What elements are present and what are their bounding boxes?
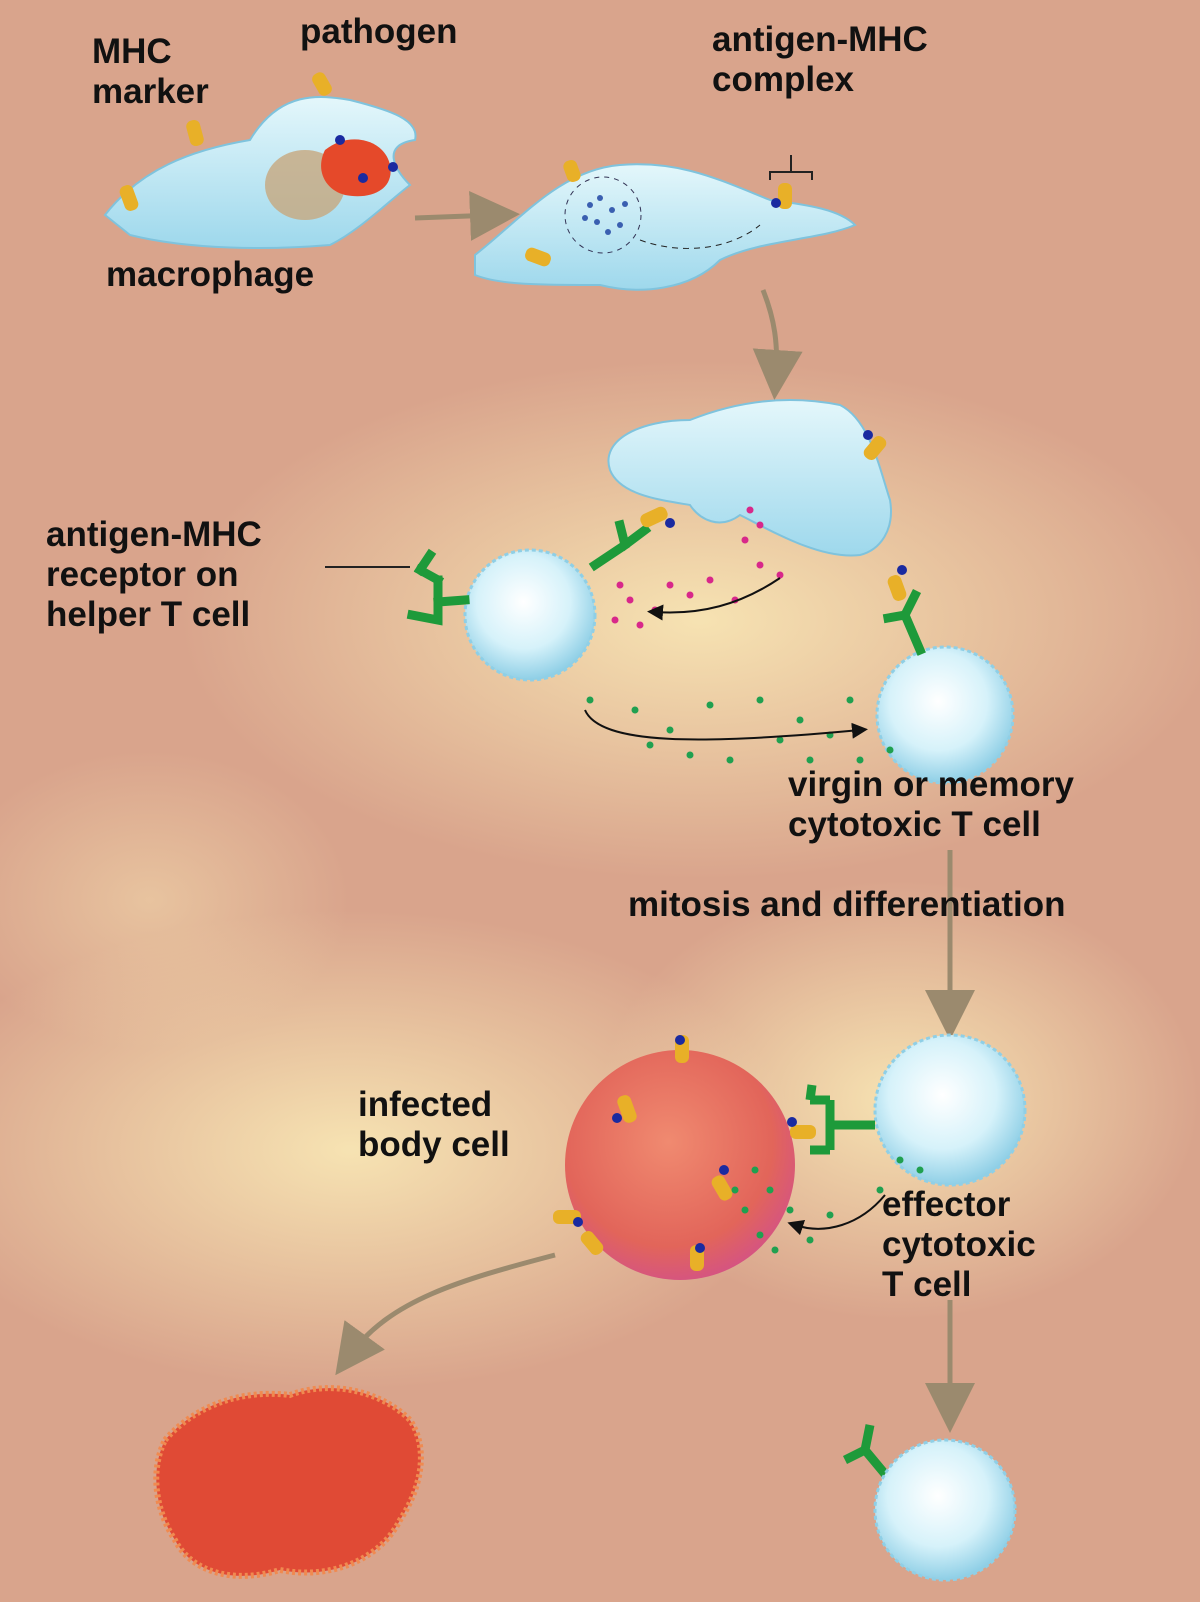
infected-cell-group [553, 1033, 1027, 1582]
label-line: cytotoxic T cell [788, 805, 1041, 844]
presenting-macrophage [474, 155, 857, 291]
final-t-cell [873, 1438, 1017, 1582]
label-infected-body-cell: infected body cell [358, 1085, 510, 1165]
helper-t-cell [463, 548, 597, 682]
effector-t-cell [873, 1033, 1027, 1187]
destroyed-cell [153, 1385, 424, 1579]
label-line: virgin or memory [788, 765, 1074, 804]
label-receptor: antigen-MHC receptor on helper T cell [46, 515, 262, 635]
label-line: helper T cell [46, 595, 251, 634]
label-line: antigen-MHC [46, 515, 262, 554]
label-macrophage: macrophage [106, 255, 315, 294]
label-line: cytotoxic [882, 1225, 1036, 1264]
label-line: antigen-MHC [712, 20, 928, 59]
label-virgin-memory-t-cell: virgin or memory cytotoxic T cell [788, 765, 1074, 845]
label-line: complex [712, 60, 854, 99]
label-mhc-marker: MHC marker [92, 32, 209, 112]
label-effector-t-cell: effector cytotoxic T cell [882, 1185, 1036, 1305]
activation-complex [406, 399, 1015, 785]
label-line: marker [92, 72, 209, 111]
label-antigen-mhc-complex: antigen-MHC complex [712, 20, 928, 100]
receptor-leader-line [325, 566, 410, 568]
label-line: body cell [358, 1125, 510, 1164]
process-arrows [335, 190, 975, 1433]
pathogen-shape [321, 139, 391, 197]
macrophage-cell [103, 72, 417, 249]
label-mitosis: mitosis and differentiation [628, 885, 1066, 924]
virgin-t-cell [875, 645, 1015, 785]
label-line: effector [882, 1185, 1011, 1224]
label-line: T cell [882, 1265, 972, 1304]
label-line: receptor on [46, 555, 239, 594]
label-line: infected [358, 1085, 493, 1124]
label-pathogen: pathogen [300, 12, 458, 51]
label-line: MHC [92, 32, 172, 71]
